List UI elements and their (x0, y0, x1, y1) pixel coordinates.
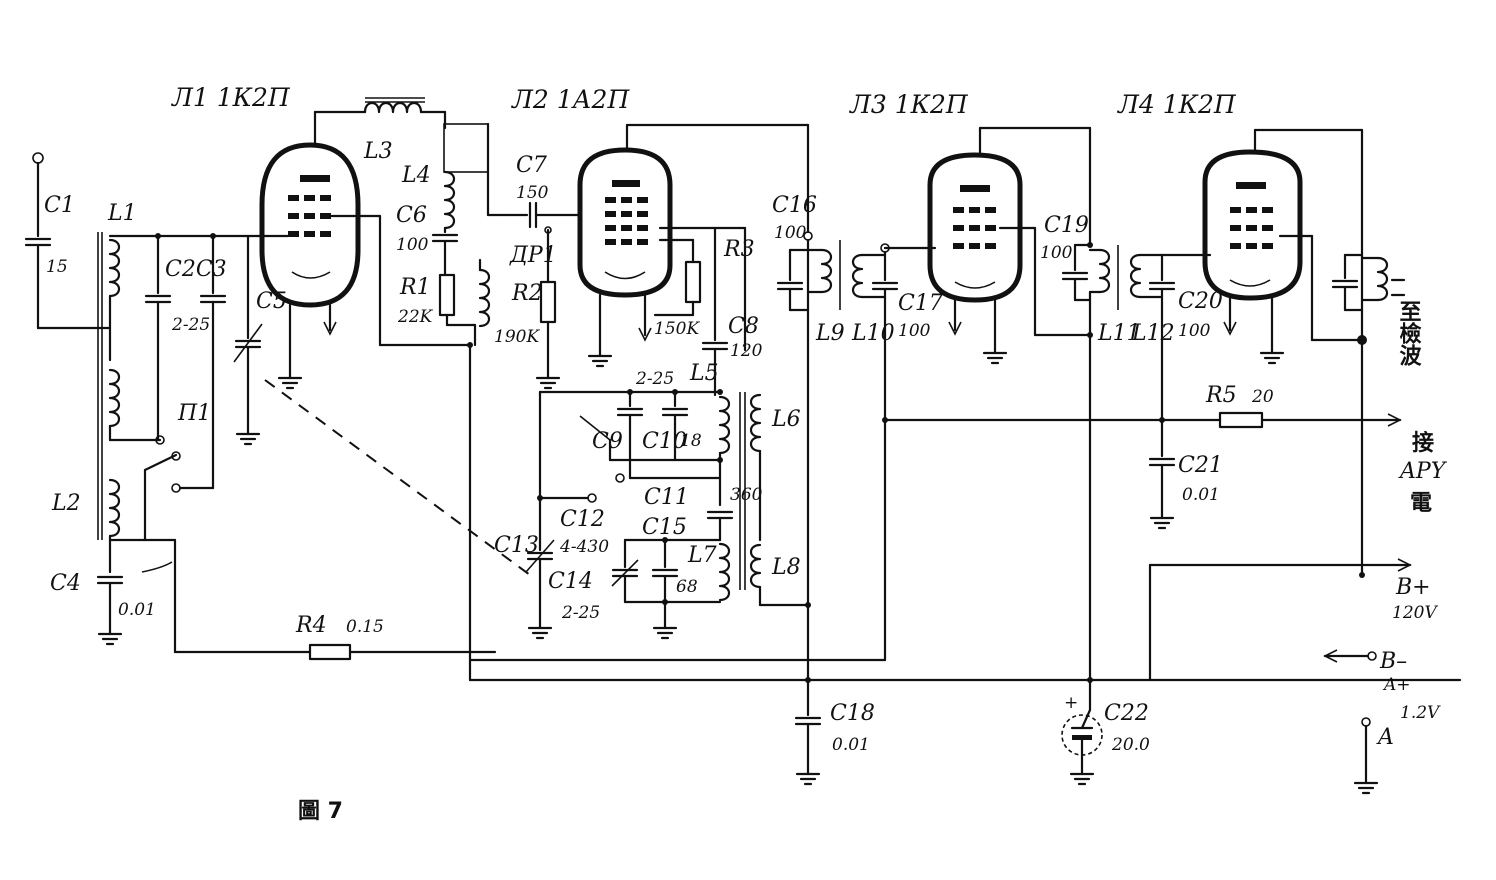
c16-label: C16 (772, 193, 817, 218)
c22-value: 20.0 (1111, 735, 1150, 755)
c19-label: C19 (1044, 213, 1089, 238)
l7-label: L7 (687, 543, 717, 568)
c6-value: 100 (396, 235, 429, 255)
agc-label-a: 接 (1412, 431, 1434, 456)
oscillator-section (264, 379, 810, 640)
c7-label: C7 (516, 153, 547, 178)
c7-value: 150 (516, 183, 549, 203)
c10-value: 18 (680, 431, 702, 451)
c10-label: C10 (642, 429, 687, 454)
c1-value: 15 (46, 257, 68, 277)
c4-label: C4 (50, 571, 81, 596)
tube-1-label: Л1 1К2П (170, 83, 291, 112)
l4-label: L4 (401, 163, 431, 188)
c11-value: 360 (730, 485, 763, 505)
switch-label: П1 (177, 401, 211, 426)
bplus-label: B+ (1395, 575, 1431, 600)
c12c13-value: 4-430 (559, 537, 609, 557)
bminus-label: B– (1379, 649, 1407, 674)
if-transformer-2: + (1061, 242, 1402, 786)
c2c3-label: C2C3 (165, 257, 227, 282)
c9c10-value: 2-25 (635, 369, 674, 389)
tube-3-label: Л3 1К2П (848, 90, 969, 119)
c16-value: 100 (774, 223, 807, 243)
c20-value: 100 (1178, 321, 1211, 341)
r5-label: R5 (1205, 383, 1237, 408)
c21-label: C21 (1178, 453, 1223, 478)
c19-value: 100 (1040, 243, 1073, 263)
l6-label: L6 (771, 407, 801, 432)
r3-value: 150K (654, 319, 700, 339)
r4-label: R4 (295, 613, 327, 638)
l5-label: L5 (689, 361, 719, 386)
c15-value: 68 (676, 577, 698, 597)
c8-label: C8 (728, 314, 759, 339)
dr1-label: ДР1 (509, 243, 557, 268)
tube-4 (1148, 128, 1412, 795)
c21-value: 0.01 (1182, 485, 1220, 505)
r4-value: 0.15 (346, 617, 384, 637)
c13-label: C13 (494, 533, 539, 558)
l11-label: L11 (1097, 321, 1141, 346)
figure-caption: 圖 7 (298, 799, 343, 824)
agc-label-b: APY (1398, 459, 1448, 484)
c2c3-value: 2-25 (171, 315, 210, 335)
r3-label: R3 (723, 237, 755, 262)
c5-label: C5 (256, 289, 287, 314)
l2-label: L2 (51, 491, 81, 516)
agc-label-c: 電 (1410, 491, 1432, 516)
l10-label: L10 (851, 321, 895, 346)
input-section (24, 152, 497, 661)
tube-2 (577, 123, 810, 397)
c18-label: C18 (830, 701, 875, 726)
r1-value: 22K (397, 307, 434, 327)
c14-value: 2-25 (561, 603, 600, 623)
bplus-voltage: 120V (1392, 603, 1438, 623)
a-terminal-label: A (1376, 725, 1394, 750)
c1-label: C1 (44, 193, 75, 218)
l3-label: L3 (363, 139, 393, 164)
l8-label: L8 (771, 555, 801, 580)
tube-1 (256, 110, 472, 390)
c8-value: 120 (730, 341, 763, 361)
tube-2-label: Л2 1А2П (510, 85, 630, 114)
tube-3 (927, 126, 1092, 365)
c14-label: C14 (548, 569, 593, 594)
r5-value: 20 (1251, 387, 1274, 407)
r2-label: R2 (511, 281, 543, 306)
r2-value: 190K (494, 327, 540, 347)
aplus-label: A+ (1382, 675, 1411, 695)
c20-label: C20 (1178, 289, 1223, 314)
mixer-coupling (363, 97, 1462, 682)
c11-label: C11 (644, 485, 689, 510)
svg-text:+: + (1064, 693, 1078, 713)
c9-label: C9 (592, 429, 623, 454)
l9-label: L9 (815, 321, 845, 346)
c12-label: C12 (560, 507, 605, 532)
c18-value: 0.01 (832, 735, 870, 755)
c17-label: C17 (898, 291, 943, 316)
if-transformer-1 (468, 231, 1222, 786)
a-voltage: 1.2V (1400, 703, 1441, 723)
l1-label: L1 (107, 201, 137, 226)
c22-label: C22 (1104, 701, 1149, 726)
l12-label: L12 (1131, 321, 1175, 346)
c15-label: C15 (642, 515, 687, 540)
c4-value: 0.01 (118, 600, 156, 620)
c6-label: C6 (396, 203, 427, 228)
tube-4-label: Л4 1К2П (1116, 90, 1237, 119)
to-detector-label: 至檢波 (1396, 300, 1422, 367)
r1-label: R1 (399, 275, 431, 300)
c17-value: 100 (898, 321, 931, 341)
